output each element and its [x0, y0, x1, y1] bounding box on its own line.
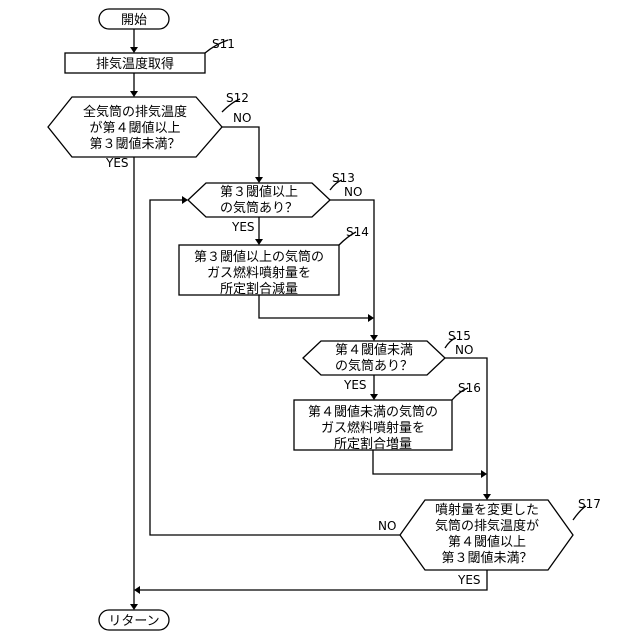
- s11-step-id: S11: [212, 37, 235, 51]
- s16-line-3: 所定割合増量: [334, 436, 412, 452]
- s15-step-id: S15: [448, 329, 471, 343]
- s15-line-2: の気筒あり？: [335, 358, 413, 374]
- s12-no-label: NO: [233, 111, 251, 125]
- s14-line-2: ガス燃料噴射量を: [207, 265, 311, 281]
- connector-s17-yes: [140, 570, 487, 590]
- s12-yes-label: YES: [105, 156, 129, 170]
- s15-no-label: NO: [455, 343, 473, 357]
- s17-line-4: 第３閾値未満？: [441, 550, 532, 566]
- s15-line-1: 第４閾値未満: [335, 342, 413, 358]
- s12-line-1: 全気筒の排気温度: [83, 104, 187, 120]
- s17-line-2: 気筒の排気温度が: [435, 518, 539, 534]
- s13-yes-label: YES: [231, 220, 255, 234]
- s12-line-2: が第４閾値以上: [89, 120, 180, 136]
- s12-step-id: S12: [226, 91, 249, 105]
- s13-line-2: の気筒あり？: [220, 200, 298, 216]
- connector-s16-join: [373, 450, 481, 474]
- s14-step-id: S14: [346, 225, 369, 239]
- start-label: 開始: [121, 13, 147, 28]
- s14-line-3: 所定割合減量: [220, 281, 298, 297]
- s17-line-1: 噴射量を変更した: [435, 502, 539, 518]
- s16-line-1: 第４閾値未満の気筒の: [308, 404, 438, 420]
- s14-line-1: 第３閾値以上の気筒の: [194, 249, 324, 265]
- s17-yes-label: YES: [457, 573, 481, 587]
- s11-text: 排気温度取得: [96, 56, 174, 72]
- end-label: リターン: [108, 614, 159, 629]
- s16-step-id: S16: [458, 381, 481, 395]
- connector-s12-no: [222, 127, 259, 177]
- s17-step-id: S17: [578, 497, 601, 511]
- s17-line-3: 第４閾値以上: [448, 534, 526, 550]
- s13-step-id: S13: [332, 171, 355, 185]
- s15-yes-label: YES: [343, 378, 367, 392]
- s16-line-2: ガス燃料噴射量を: [321, 420, 425, 436]
- s17-no-label: NO: [378, 519, 396, 533]
- s13-no-label: NO: [344, 185, 362, 199]
- connector-s14-join: [259, 295, 368, 318]
- s13-line-1: 第３閾値以上: [220, 184, 298, 200]
- s12-line-3: 第３閾値未満？: [89, 136, 180, 152]
